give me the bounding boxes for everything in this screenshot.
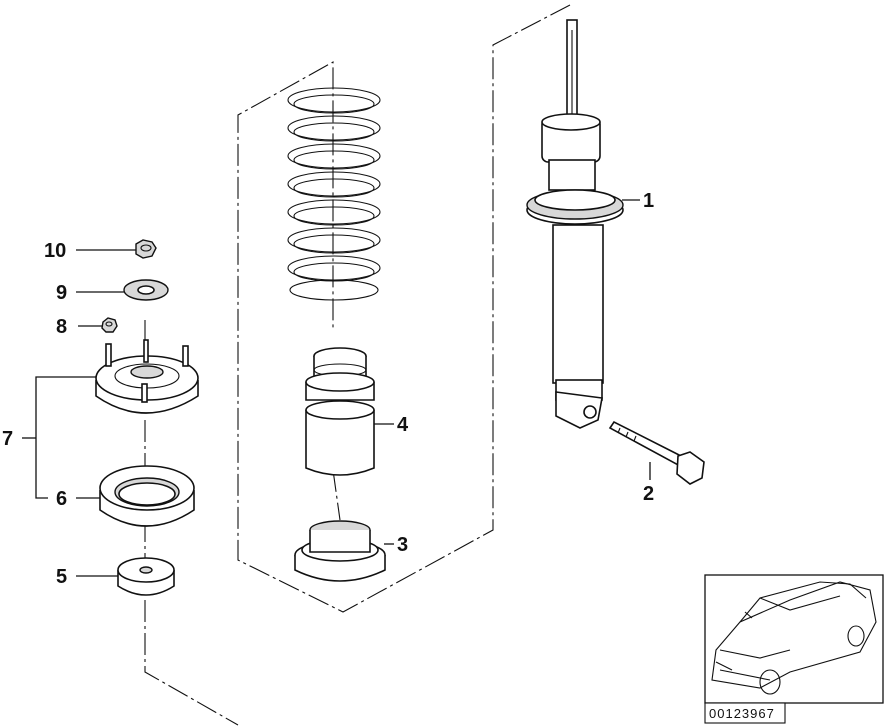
small-nut-icon[interactable] — [101, 317, 118, 333]
callout-4: 4 — [397, 414, 409, 436]
callout-7: 7 — [2, 428, 13, 450]
leader-lines — [22, 199, 651, 577]
callout-2: 2 — [643, 483, 654, 505]
support-bearing-icon[interactable] — [95, 339, 199, 414]
washer-icon[interactable] — [123, 279, 169, 301]
upper-spring-seat-icon[interactable] — [99, 465, 195, 527]
bolt-icon[interactable] — [608, 420, 705, 485]
bump-stop-icon[interactable] — [305, 347, 375, 476]
callout-8: 8 — [56, 316, 67, 338]
callout-5: 5 — [56, 566, 67, 588]
diagram-id: 00123967 — [709, 706, 775, 721]
car-thumbnail-icon — [711, 581, 877, 695]
callout-3: 3 — [397, 534, 408, 556]
coil-spring-icon[interactable] — [287, 87, 381, 301]
callout-9: 9 — [56, 282, 67, 304]
nut-icon[interactable] — [135, 239, 157, 259]
callouts: 1 2 3 4 5 6 7 8 9 10 — [2, 190, 654, 588]
rubber-mount-icon[interactable] — [117, 557, 175, 596]
car-thumbnail[interactable]: 00123967 — [704, 574, 884, 724]
lower-spring-seat-icon[interactable] — [294, 520, 386, 582]
callout-6: 6 — [56, 488, 67, 510]
shock-absorber-icon[interactable] — [526, 19, 624, 429]
callout-1: 1 — [643, 190, 654, 212]
callout-10: 10 — [44, 240, 66, 262]
